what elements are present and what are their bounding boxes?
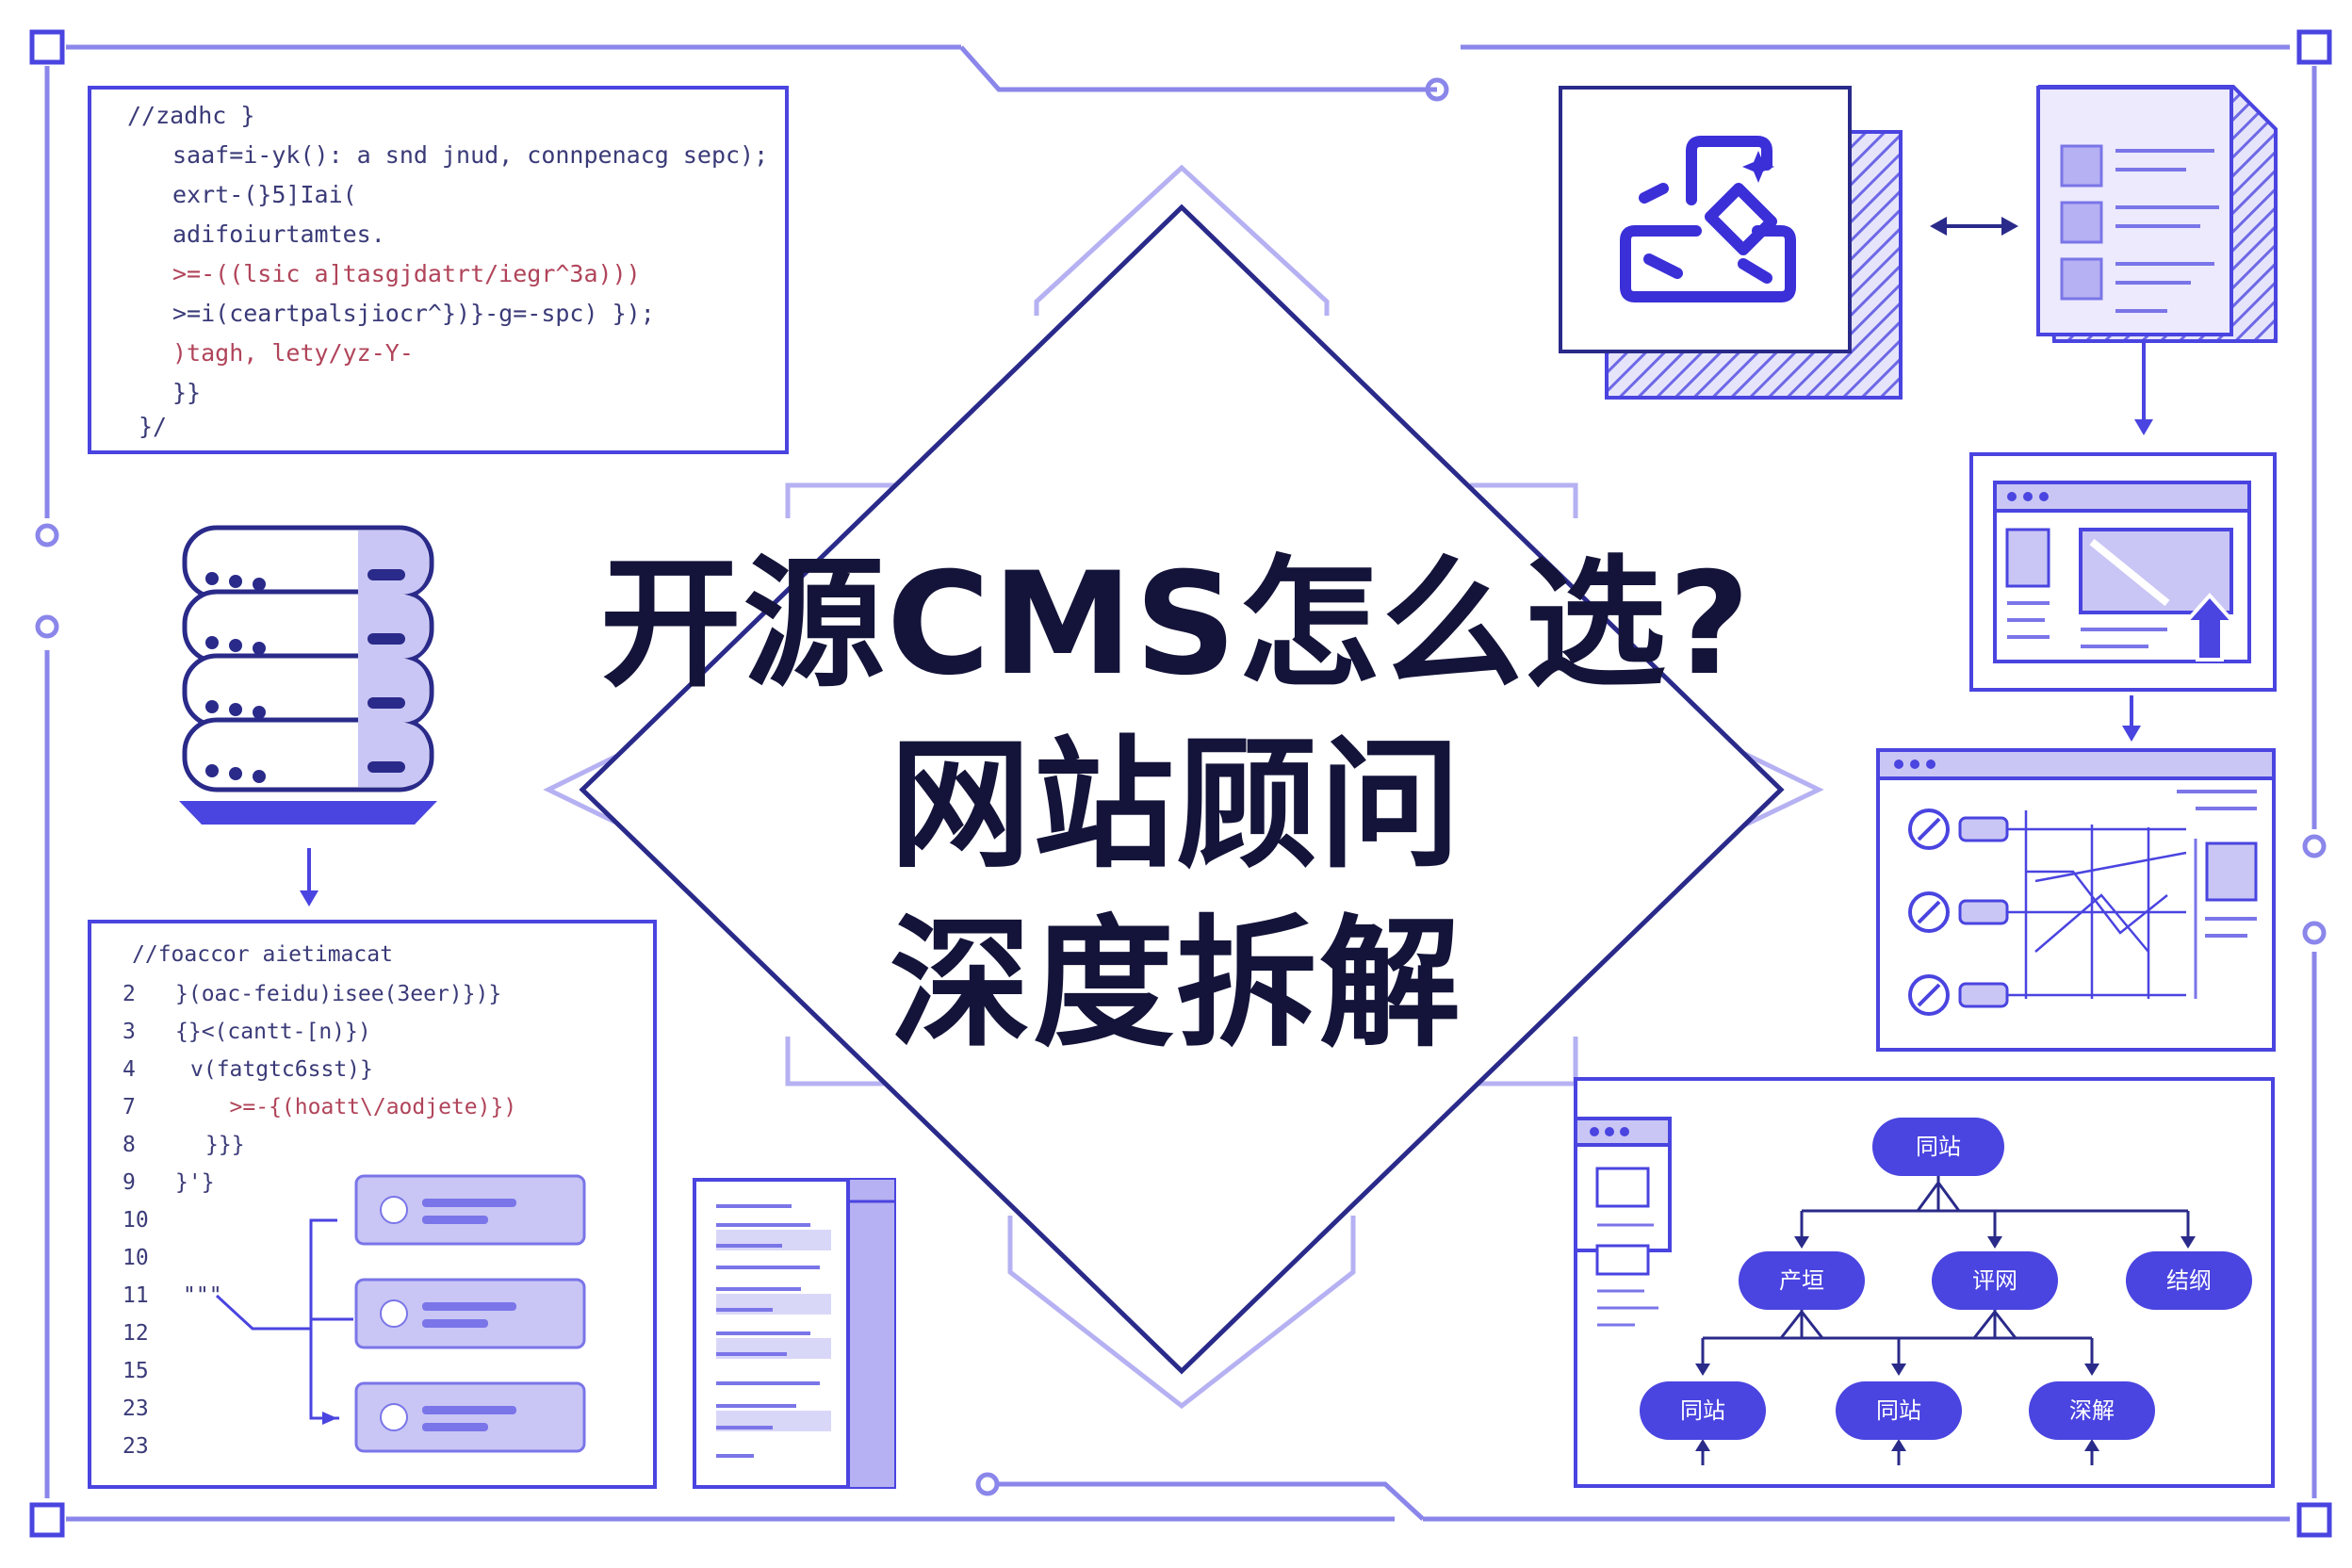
line-number: 12 [122, 1321, 149, 1346]
code-line: saaf=i-yk(): a snd jnud, connpenacg sepc… [172, 141, 769, 169]
line-number: 9 [122, 1170, 136, 1195]
line-number: 4 [122, 1057, 136, 1082]
org-node-level2: 结纲 [2126, 1251, 2252, 1310]
line-number: 8 [122, 1133, 136, 1157]
code-line: >=i(ceartpalsjiocr^})}-g=-spc) }); [172, 300, 655, 327]
org-node-level3: 同站 [1640, 1381, 1766, 1440]
document-icon [2036, 85, 2278, 435]
database-icon [179, 525, 437, 906]
title-line-3: 深度拆解 [889, 903, 1462, 1067]
code-line: v(fatgtc6sst)} [190, 1057, 373, 1082]
code-line: //zadhc } [127, 102, 255, 129]
title-line-1: 开源CMS怎么选? [599, 543, 1753, 707]
code-line: )tagh, lety/yz-Y- [172, 339, 414, 367]
code-text-top: //zadhc } saaf=i-yk(): a snd jnud, connp… [127, 102, 777, 441]
line-number: 2 [122, 982, 136, 1006]
code-line: }}} [205, 1133, 245, 1157]
code-line: """ [183, 1283, 222, 1308]
code-line: {}<(cantt-[n)}) [175, 1020, 371, 1044]
code-line: exrt-(}5]Iai( [172, 181, 357, 208]
flow-diagram-icon [1876, 748, 2276, 1052]
code-line: }'} [175, 1170, 215, 1195]
code-line: }(oac-feidu)isee(3eer)})} [175, 982, 502, 1006]
line-number: 15 [122, 1359, 149, 1383]
line-number: 3 [122, 1020, 136, 1044]
code-line: >=-((lsic a]tasgjdatrt/iegr^3a))) [172, 260, 641, 287]
title-diamond [579, 204, 1785, 1375]
line-number: 10 [122, 1208, 149, 1233]
code-line: >=-{(hoatt\/aodjete)}) [190, 1095, 517, 1119]
code-panel-top [88, 86, 789, 454]
org-node-level2: 评网 [1932, 1251, 2058, 1310]
double-arrow [1930, 217, 2018, 236]
list-cards-icon [215, 1174, 586, 1453]
line-number: 23 [122, 1396, 149, 1421]
outer-frame [29, 29, 2332, 1538]
sidebar-list-icon [693, 1178, 896, 1489]
cms-logo-icon [1559, 86, 1903, 400]
org-node-root: 同站 [1872, 1118, 2004, 1176]
title-line-2: 网站顾问 [889, 724, 1462, 888]
org-node-level3: 深解 [2029, 1381, 2155, 1440]
browser-window-icon [1969, 452, 2277, 742]
line-number: 7 [122, 1095, 136, 1119]
code-line: }/ [139, 413, 168, 440]
code-line: }} [172, 379, 202, 406]
org-node-level3: 同站 [1836, 1381, 1962, 1440]
code-line: adifoiurtamtes. [172, 220, 385, 248]
line-number: 23 [122, 1434, 149, 1459]
code-line: //foaccor aietimacat [132, 942, 393, 967]
line-number: 11 [122, 1283, 149, 1308]
code-text-bottom: //foaccor aietimacat 2 }(oac-feidu)isee(… [122, 942, 631, 1470]
org-node-level2: 产垣 [1739, 1251, 1865, 1310]
line-number: 10 [122, 1246, 149, 1270]
